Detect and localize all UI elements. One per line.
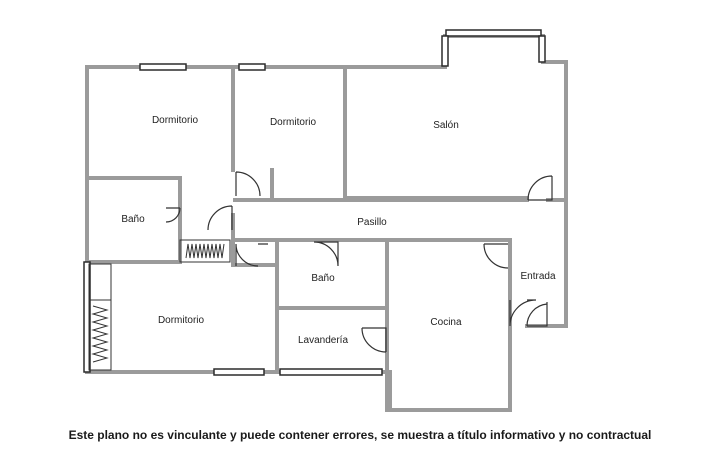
room-label-salon: Salón — [433, 120, 459, 131]
floor-plan: Dormitorio Dormitorio Salón Baño Pasillo… — [83, 29, 568, 412]
walls — [85, 34, 568, 412]
room-label-cocina: Cocina — [430, 317, 462, 328]
room-label-lavanderia: Lavandería — [298, 335, 348, 346]
windows — [83, 29, 546, 376]
room-label-entrada: Entrada — [520, 271, 555, 282]
room-label-pasillo: Pasillo — [357, 217, 387, 228]
room-label-bano-1: Baño — [121, 214, 145, 225]
room-labels: Dormitorio Dormitorio Salón Baño Pasillo… — [121, 115, 556, 346]
doors — [165, 171, 553, 353]
room-label-dormitorio-3: Dormitorio — [158, 315, 205, 326]
wardrobes — [88, 239, 231, 371]
room-label-dormitorio-2: Dormitorio — [270, 117, 317, 128]
room-label-dormitorio-1: Dormitorio — [152, 115, 199, 126]
disclaimer-text: Este plano no es vinculante y puede cont… — [68, 428, 652, 442]
room-label-bano-2: Baño — [311, 273, 335, 284]
